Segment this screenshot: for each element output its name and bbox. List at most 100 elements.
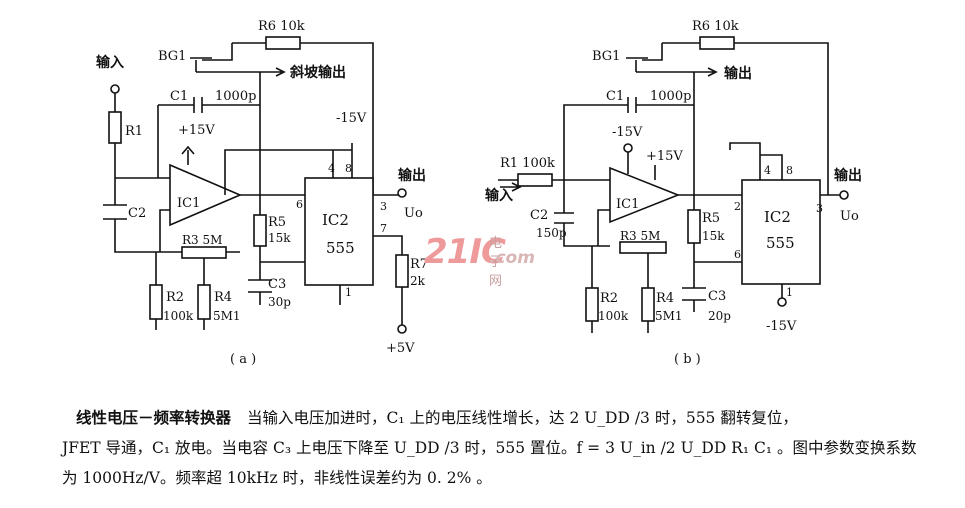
watermark-brand-cn: 电子网 xyxy=(489,236,503,289)
ic2-out-wires-b xyxy=(781,194,840,298)
ground-wires-a xyxy=(155,319,205,330)
description-paragraph: 线性电压－频率转换器当输入电压加进时，C₁ 上的电压线性增长，达 2 U_DD … xyxy=(62,403,957,493)
r4-value-a: 5M1 xyxy=(213,309,241,323)
pin6-a: 6 xyxy=(296,198,303,211)
plus15v-label-a: +15V xyxy=(178,123,215,138)
caption-line-3: 为 1000Hz/V。频率超 10kHz 时，非线性误差约为 0. 2% 。 xyxy=(62,469,492,487)
pin4-a: 4 xyxy=(328,162,335,175)
ic2-supply-a xyxy=(224,143,353,195)
ic1-label-a: IC1 xyxy=(177,196,200,211)
r4-resistor-a xyxy=(197,284,211,320)
output-label-a: 输出 xyxy=(398,167,426,184)
c1-value-b: 1000p xyxy=(650,89,691,104)
plus15v-label-b: +15V xyxy=(646,149,683,164)
r2-value-a: 100k xyxy=(163,309,194,323)
c3-label-b: C3 xyxy=(708,289,726,304)
watermark-domain: .com xyxy=(489,248,535,268)
c3-label-a: C3 xyxy=(268,277,286,292)
watermark-brand: 21IC xyxy=(424,232,506,272)
input-terminal-a xyxy=(110,84,120,94)
bg1-label-a: BG1 xyxy=(158,49,186,64)
output-terminal-a xyxy=(397,188,407,198)
ic2-555-b xyxy=(741,179,821,285)
pin1-a: 1 xyxy=(345,286,352,299)
uo-label-a: Uo xyxy=(404,206,423,221)
output2-label-b: 输出 xyxy=(834,167,862,184)
r3-wires-b xyxy=(591,209,649,288)
plus15v-supply-a xyxy=(181,145,195,165)
c1-feedback-a xyxy=(157,97,260,179)
c3-capacitor-a xyxy=(248,279,272,293)
ic2-type-a: 555 xyxy=(326,239,355,257)
pin8-a: 8 xyxy=(345,162,352,175)
r3-pot-a xyxy=(181,246,227,259)
r2-value-b: 100k xyxy=(598,309,629,323)
r6-resistor-b xyxy=(699,36,735,50)
plus5v-label-a: +5V xyxy=(386,341,415,356)
c1-label-a: C1 xyxy=(170,89,188,104)
caption-line-1: 当输入电压加进时，C₁ 上的电压线性增长，达 2 U_DD /3 时，555 翻… xyxy=(247,409,798,427)
r1-label-a: R1 xyxy=(125,124,143,139)
r2-label-b: R2 xyxy=(600,291,618,306)
minus15v-label-a: -15V xyxy=(336,111,367,126)
r3-wires-a xyxy=(155,209,205,285)
r2-label-a: R2 xyxy=(166,290,184,305)
r5-label-b: R5 xyxy=(702,211,720,226)
r3-label-b: R3 5M xyxy=(620,229,660,243)
r4-resistor-b xyxy=(641,287,655,322)
caption-line-2: JFET 导通，C₁ 放电。当电容 C₃ 上电压下降至 U_DD /3 时，55… xyxy=(62,439,917,457)
r7-value-a: 2k xyxy=(410,274,426,288)
r5-resistor-b xyxy=(687,209,701,244)
circuit-b: 输入 输出 输出 Uo BG1 R6 10k C1 1000p -15V +15… xyxy=(485,19,862,367)
ic1-opamp-a xyxy=(169,163,243,227)
ic2-label-a: IC2 xyxy=(322,211,349,229)
r3-pot-b xyxy=(619,241,667,254)
pin3-b: 3 xyxy=(816,202,823,215)
ground-wires-b xyxy=(591,321,649,333)
c1-value-a: 1000p xyxy=(215,89,256,104)
ic1-opamp-b xyxy=(609,166,681,224)
output-terminal-b xyxy=(839,190,849,200)
ic2-out-wires-a xyxy=(339,194,403,325)
c2-capacitor-b xyxy=(554,212,574,224)
r6-resistor-a xyxy=(265,36,301,50)
r2-resistor-b xyxy=(585,287,599,322)
r6-label-b: R6 10k xyxy=(692,19,739,34)
c1-label-b: C1 xyxy=(606,89,624,104)
r1-label-b: R1 100k xyxy=(500,156,555,171)
circuit-a: 输入 斜坡输出 输出 Uo BG1 R6 10k C1 1000p +15V -… xyxy=(96,19,428,367)
r7-resistor-a xyxy=(395,254,409,288)
c1-feedback-b xyxy=(563,97,694,180)
minus15v-terminal-b xyxy=(623,143,633,153)
input-arrow-b xyxy=(500,182,522,192)
supply-wires-b xyxy=(627,152,656,180)
r1-resistor-a xyxy=(108,111,122,144)
minus15v-label-b2: -15V xyxy=(766,319,797,334)
r3-label-a: R3 5M xyxy=(182,233,222,247)
bg1-label-b: BG1 xyxy=(592,49,620,64)
r5-value-b: 15k xyxy=(702,229,725,243)
r5-label-a: R5 xyxy=(268,215,286,230)
r5-c3-wires-b xyxy=(693,195,742,312)
minus15v-terminal-b2 xyxy=(777,297,787,307)
c2-value-b: 150p xyxy=(536,226,567,240)
ic1-label-b: IC1 xyxy=(616,197,639,212)
ramp-output-label-a: 斜坡输出 xyxy=(289,64,346,81)
c3-value-a: 30p xyxy=(268,295,291,309)
c3-value-b: 20p xyxy=(708,309,731,323)
uo-label-b: Uo xyxy=(840,209,859,224)
r5-resistor-a xyxy=(253,214,267,247)
c2-capacitor-a xyxy=(103,204,127,220)
pin1-b: 1 xyxy=(786,286,793,299)
r4-label-b: R4 xyxy=(656,291,674,306)
pin7-a: 7 xyxy=(380,222,387,235)
output-label-b: 输出 xyxy=(724,65,752,82)
r7-label-a: R7 xyxy=(410,257,428,272)
jfet-wires-b xyxy=(635,43,742,196)
c2-label-a: C2 xyxy=(128,206,146,221)
diagram-b-caption: ( b ) xyxy=(674,352,701,367)
c2-wire-b xyxy=(563,180,610,247)
pin3-a: 3 xyxy=(380,200,387,213)
ic2-type-b: 555 xyxy=(766,234,795,252)
input-label-b: 输入 xyxy=(485,187,513,204)
